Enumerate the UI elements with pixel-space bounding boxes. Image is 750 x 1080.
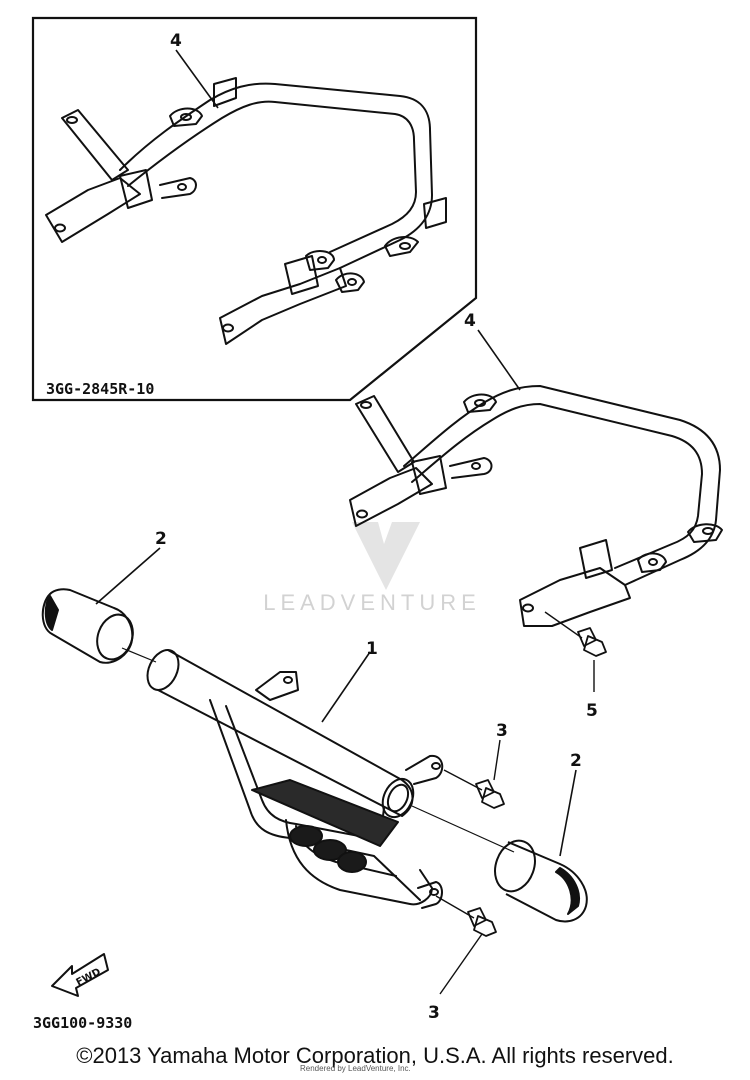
axis-line-left	[121, 647, 157, 663]
copyright-notice: ©2013 Yamaha Motor Corporation, U.S.A. A…	[76, 1043, 674, 1068]
bolt-part-3-upper	[443, 769, 505, 809]
diagram-code-label: 3GG100-9330	[33, 1014, 132, 1032]
callout-2-left: 2	[155, 529, 167, 549]
axis-line-right	[411, 805, 515, 853]
grip-cap-left-part-2	[41, 588, 134, 664]
front-bumper-part-1	[146, 649, 444, 909]
callout-4-main: 4	[464, 311, 476, 331]
rendered-by-credit: Rendered by LeadVenture, Inc.	[300, 1064, 411, 1073]
leader-line-3-lower	[439, 933, 483, 995]
leader-line-4-main	[477, 329, 521, 391]
leader-line-2-right	[559, 769, 577, 857]
watermark-text: LEADVENTURE	[263, 590, 481, 615]
callout-3-lower: 3	[428, 1003, 440, 1023]
leadventure-logo-icon	[352, 522, 420, 590]
bolt-part-3-lower	[435, 895, 497, 937]
rear-bar-part-4	[349, 385, 723, 627]
leader-line-1	[321, 651, 371, 723]
callout-1: 1	[366, 639, 378, 659]
forward-arrow-icon: FWD	[51, 953, 109, 997]
callout-2-right: 2	[570, 751, 582, 771]
leader-line-4-inset	[175, 49, 219, 109]
grip-cap-right-part-2	[494, 839, 588, 923]
inset-rear-bar-part-4	[45, 77, 447, 345]
leader-line-2-left	[95, 547, 161, 605]
leader-line-3-upper	[493, 739, 501, 781]
callout-3-upper: 3	[496, 721, 508, 741]
inset-frame	[31, 16, 478, 402]
leadventure-watermark: LEADVENTURE	[263, 522, 481, 615]
callout-4-inset: 4	[170, 31, 182, 51]
inset-code-label: 3GG-2845R-10	[46, 380, 154, 398]
bolt-part-5	[544, 611, 607, 657]
callout-5: 5	[586, 701, 598, 721]
